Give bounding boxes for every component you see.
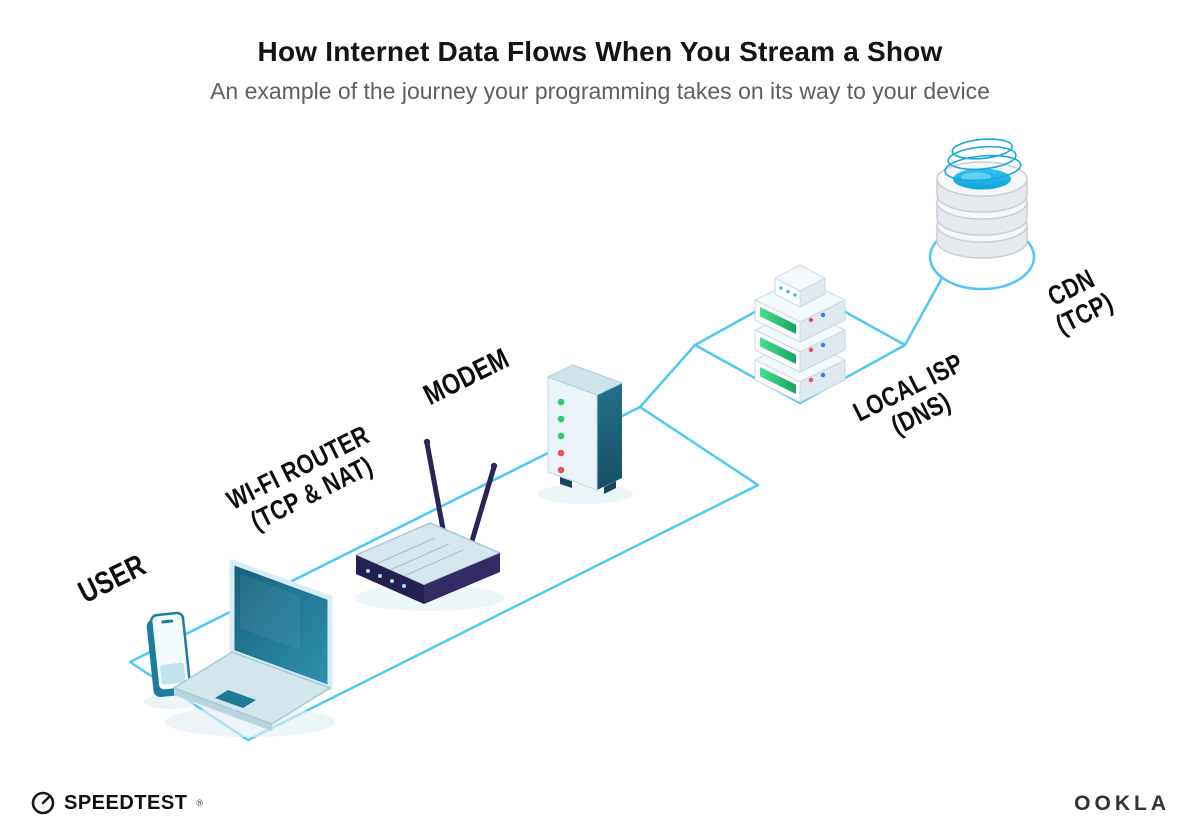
router-illustration — [355, 438, 501, 604]
speedtest-gauge-icon — [31, 791, 55, 815]
trademark-symbol: ® — [196, 798, 204, 808]
cdn-database-illustration — [936, 138, 1028, 259]
phone-illustration — [146, 611, 192, 698]
page-title: How Internet Data Flows When You Stream … — [257, 36, 943, 67]
diagram-canvas — [128, 138, 1036, 742]
modem-illustration — [546, 364, 624, 494]
network-flow-diagram — [0, 130, 1200, 790]
isp-server-illustration — [754, 264, 846, 403]
cdn-coil — [944, 138, 1022, 182]
router-led-lights — [366, 569, 406, 588]
header: How Internet Data Flows When You Stream … — [0, 36, 1200, 105]
ookla-wordmark: OOKLA — [1074, 792, 1170, 815]
laptop-illustration — [173, 559, 333, 731]
modem-led-lights — [557, 398, 565, 474]
speedtest-logo: SPEEDTEST ® — [30, 790, 203, 816]
page-subtitle: An example of the journey your programmi… — [210, 78, 990, 104]
speedtest-wordmark: SPEEDTEST — [64, 791, 188, 814]
